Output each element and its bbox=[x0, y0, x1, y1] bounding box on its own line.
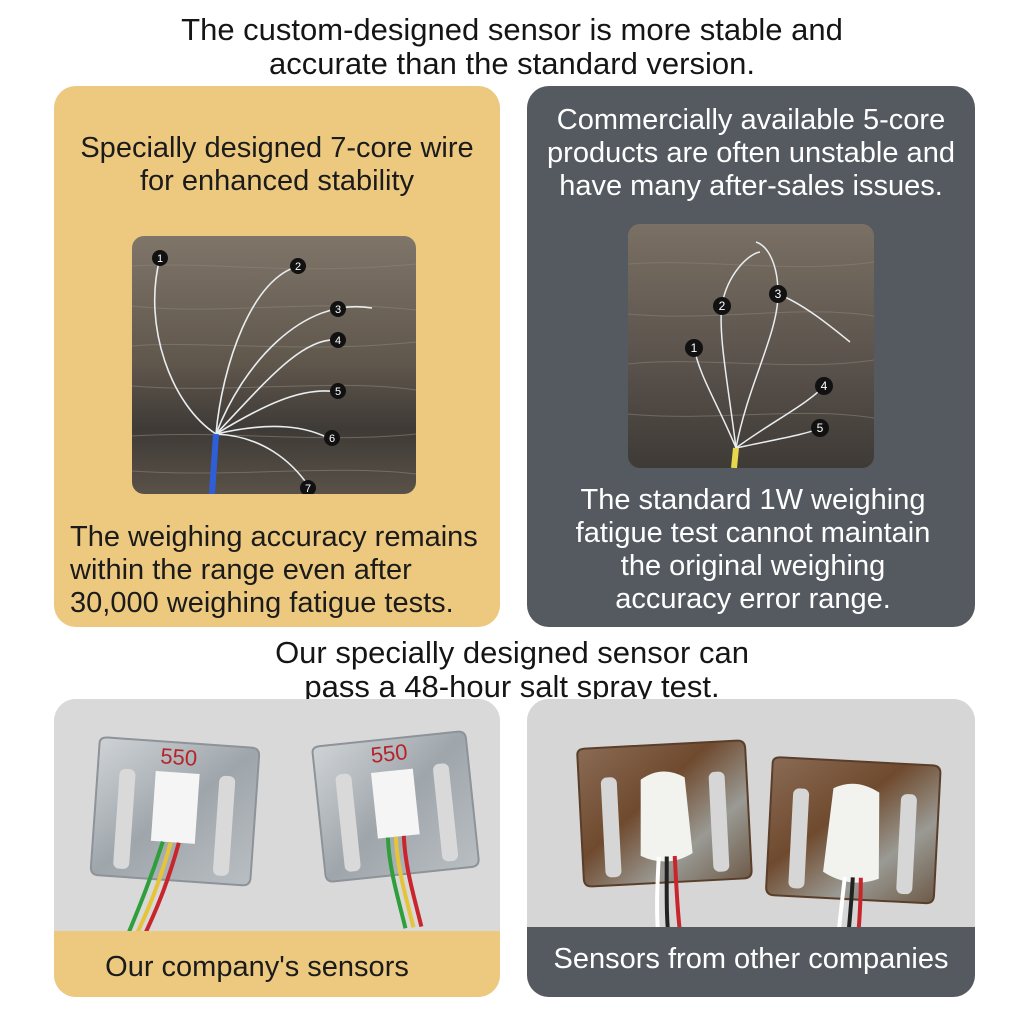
wire-number-markers: 1 2 3 4 5 6 7 bbox=[152, 250, 346, 494]
wire-marker-6: 6 bbox=[329, 433, 335, 445]
custom-sensor-description-line-3: 30,000 weighing fatigue tests. bbox=[70, 587, 454, 619]
standard-sensor-title-line-3: have many after-sales issues. bbox=[559, 170, 943, 202]
five-core-wire-photo: 1 2 3 4 5 bbox=[628, 224, 874, 468]
our-sensors-caption-strip bbox=[54, 931, 500, 997]
custom-sensor-title-line-2: for enhanced stability bbox=[139, 165, 415, 197]
wire-marker-5: 5 bbox=[335, 386, 341, 398]
standard-sensor-title-line-2: products are often unstable and bbox=[547, 137, 955, 169]
std-wire-marker-4: 4 bbox=[821, 379, 828, 393]
standard-sensor-description: The standard 1W weighing fatigue test ca… bbox=[527, 484, 975, 616]
salt-spray-heading-line-1: Our specially designed sensor can bbox=[275, 635, 749, 670]
custom-sensor-panel: Specially designed 7-core wire for enhan… bbox=[54, 86, 500, 627]
wire-marker-1: 1 bbox=[157, 253, 163, 265]
our-sensors-caption: Our company's sensors bbox=[105, 951, 409, 983]
wire-marker-4: 4 bbox=[335, 335, 341, 347]
our-sensors-card: 550 550 Our company's sensors bbox=[54, 699, 500, 997]
custom-sensor-title-line-1: Specially designed 7-core wire bbox=[80, 132, 474, 164]
wire-marker-3: 3 bbox=[335, 304, 341, 316]
main-heading-line-1: The custom-designed sensor is more stabl… bbox=[181, 12, 843, 47]
standard-sensor-description-line-3: the original weighing bbox=[620, 550, 886, 582]
seven-core-wire-photo: 1 2 3 4 5 6 7 bbox=[132, 236, 416, 494]
wire-number-markers-standard: 1 2 3 4 5 bbox=[685, 285, 833, 437]
wire-marker-2: 2 bbox=[295, 261, 301, 273]
std-wire-marker-1: 1 bbox=[691, 341, 698, 355]
sensor-label-1: 550 bbox=[160, 743, 198, 771]
custom-sensor-description-line-2: within the range even after bbox=[70, 554, 412, 586]
standard-sensor-title-line-1: Commercially available 5-core bbox=[556, 104, 946, 136]
other-sensors-caption: Sensors from other companies bbox=[553, 943, 949, 975]
other-sensors-caption-strip bbox=[527, 927, 975, 997]
salt-spray-heading: Our specially designed sensor can pass a… bbox=[0, 636, 1024, 704]
custom-sensor-title: Specially designed 7-core wire for enhan… bbox=[54, 132, 500, 198]
other-sensors-card: Sensors from other companies bbox=[527, 699, 975, 997]
std-wire-marker-3: 3 bbox=[775, 287, 782, 301]
main-heading-line-2: accurate than the standard version. bbox=[269, 46, 755, 81]
main-heading: The custom-designed sensor is more stabl… bbox=[0, 13, 1024, 81]
standard-sensor-title: Commercially available 5-core products a… bbox=[527, 104, 975, 203]
salt-spray-heading-line-2: pass a 48-hour salt spray test. bbox=[304, 669, 720, 704]
std-wire-marker-2: 2 bbox=[719, 299, 726, 313]
standard-sensor-description-line-2: fatigue test cannot maintain bbox=[575, 517, 931, 549]
std-wire-marker-5: 5 bbox=[817, 421, 824, 435]
custom-sensor-description: The weighing accuracy remains within the… bbox=[70, 521, 500, 620]
standard-sensor-panel: Commercially available 5-core products a… bbox=[527, 86, 975, 627]
wire-marker-7: 7 bbox=[305, 483, 311, 494]
custom-sensor-description-line-1: The weighing accuracy remains bbox=[70, 521, 478, 553]
standard-sensor-description-line-1: The standard 1W weighing bbox=[580, 484, 926, 516]
sensor-label-2: 550 bbox=[370, 739, 409, 768]
standard-sensor-description-line-4: accuracy error range. bbox=[615, 583, 891, 615]
